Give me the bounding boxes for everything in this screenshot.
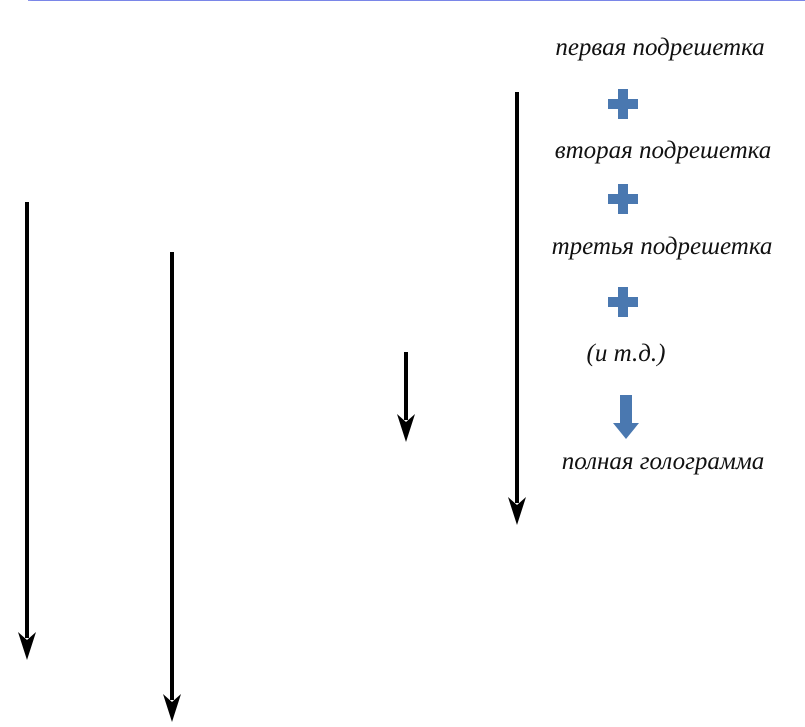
arrow-left-head [18,632,36,660]
label-second-sublattice: вторая подрешетка [554,137,772,164]
arrow-right-head [508,497,526,525]
arrow-middle-head [163,694,181,722]
label-full-hologram: полная голограмма [561,448,765,475]
plus-icon [606,182,640,221]
label-first-sublattice: первая подрешетка [555,34,765,61]
down-arrow-icon [612,393,640,446]
arrow-small-head [397,414,415,442]
label-etc: (и т.д.) [586,340,666,367]
plus-icon [606,285,640,324]
label-third-sublattice: третья подрешетка [551,233,773,260]
plus-icon [606,87,640,126]
